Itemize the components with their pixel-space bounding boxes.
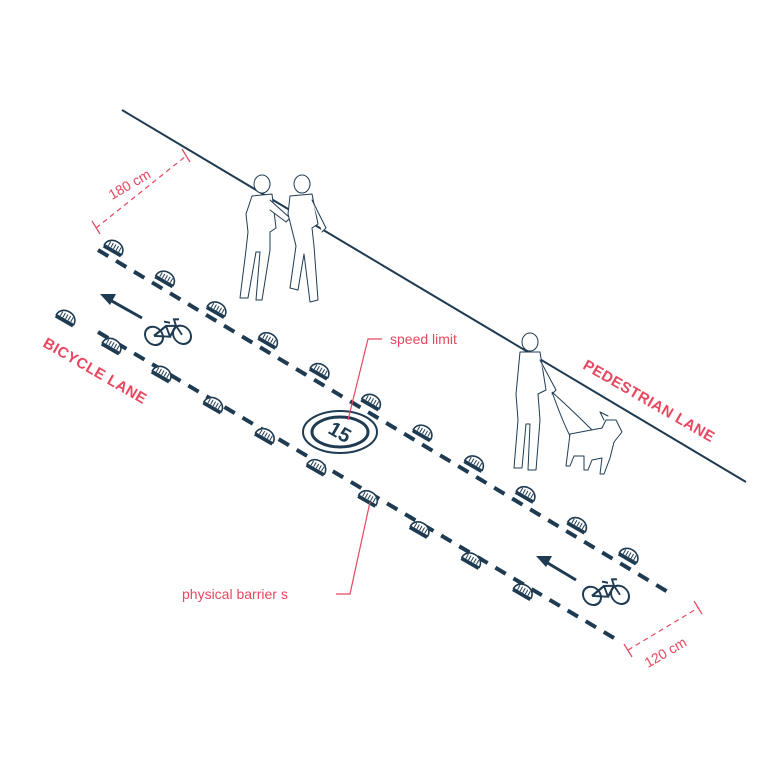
curb-bump-icon — [257, 332, 279, 350]
dimension-180 — [91, 148, 191, 235]
speed-limit-leader — [347, 338, 382, 421]
curb-bump-icon — [254, 427, 275, 446]
curb-bump-icon — [408, 521, 430, 539]
lane-line-top — [96, 248, 670, 594]
curb-bump-icon — [202, 396, 224, 415]
curb-bump-icon — [514, 486, 536, 504]
physical-barriers — [54, 239, 639, 602]
pedestrian-edge-line — [121, 109, 747, 483]
dimension-120 — [623, 600, 703, 658]
speed-limit-label: speed limit — [390, 331, 457, 347]
curb-bump-icon — [54, 309, 76, 328]
curb-bump-icon — [150, 365, 172, 384]
arrow-icon — [536, 556, 577, 582]
curb-bump-icon — [460, 552, 482, 570]
lane-line-bottom — [96, 330, 616, 640]
curb-bump-icon — [205, 301, 227, 319]
curb-bump-icon — [617, 547, 639, 566]
pedestrian-width-label: 180 cm — [106, 166, 154, 203]
physical-barriers-label: physical barrier s — [182, 586, 288, 602]
curb-bump-icon — [360, 393, 382, 412]
curb-bump-icon — [411, 424, 433, 443]
dog-figure — [565, 411, 623, 475]
curb-bump-icon — [566, 516, 588, 535]
leash — [551, 391, 593, 437]
curb-bump-icon — [305, 458, 327, 477]
arrow-icon — [100, 294, 143, 320]
pedestrian-figure — [239, 174, 327, 303]
pedestrian-figure — [513, 332, 557, 471]
curb-bump-icon — [308, 362, 330, 381]
speed-sign-icon: 15 — [302, 410, 378, 454]
curb-bump-icon — [102, 239, 124, 258]
bicycle-lane-label: BICYCLE LANE — [40, 335, 150, 408]
bicycle-icon — [582, 578, 630, 607]
bicycle-width-label: 120 cm — [642, 634, 690, 671]
curb-bump-icon — [357, 490, 379, 508]
bicycle-icon — [144, 318, 192, 347]
curb-bump-icon — [512, 583, 533, 602]
curb-bump-icon — [154, 270, 176, 289]
curb-bump-icon — [100, 337, 122, 356]
curb-bump-icon — [463, 455, 485, 473]
barriers-leader — [336, 501, 371, 595]
